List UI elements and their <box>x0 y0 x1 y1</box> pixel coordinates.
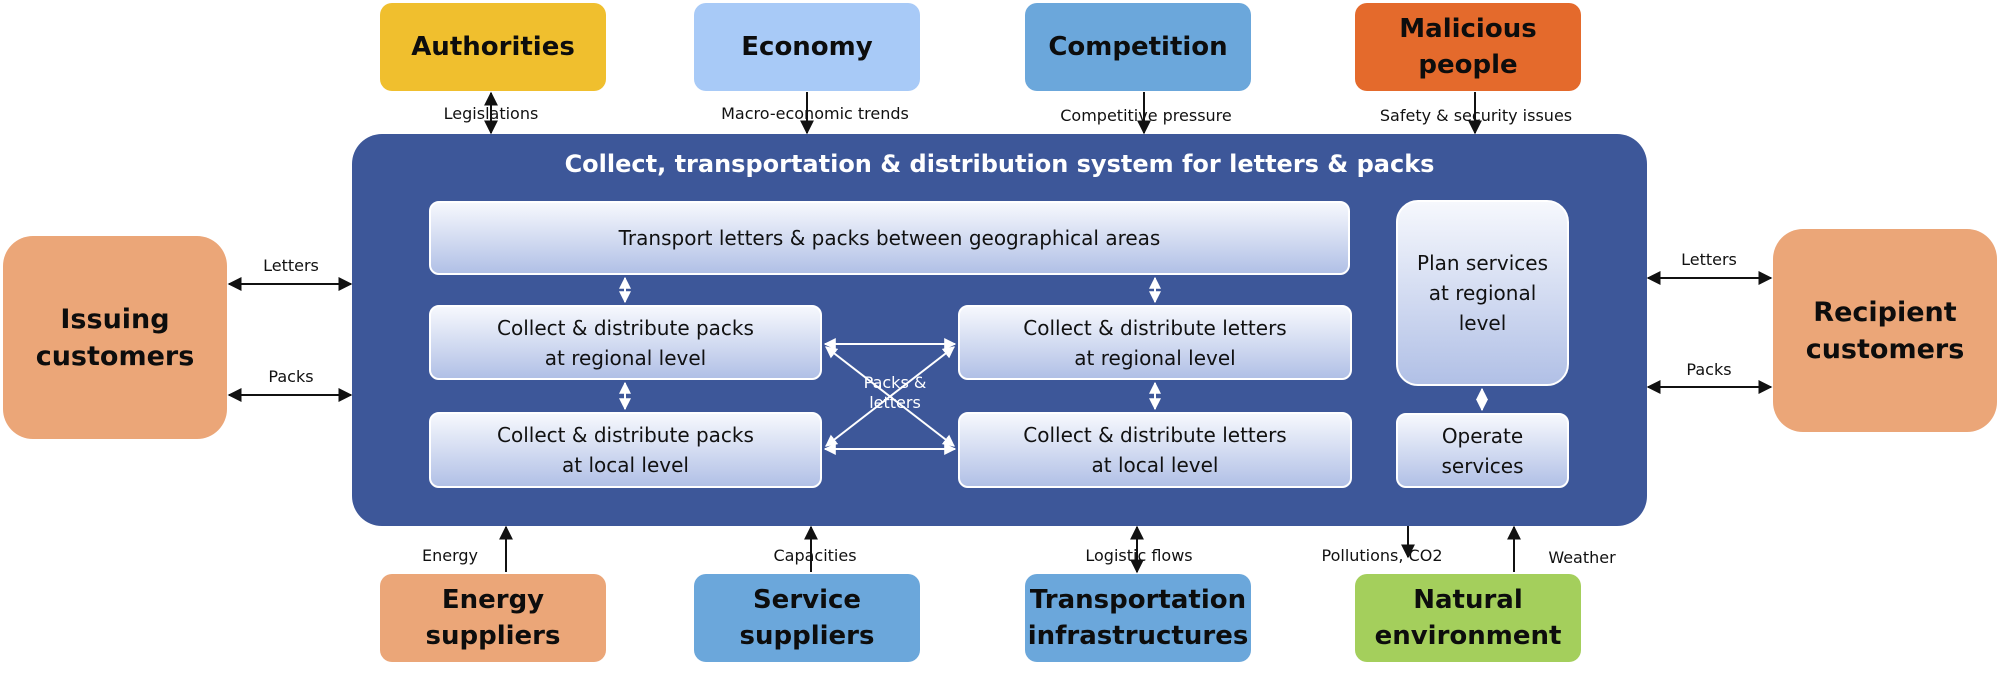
energy-suppliers-label: Energy suppliers <box>425 585 561 651</box>
issuing-customers-box: Issuing customers <box>3 236 227 439</box>
competition-label: Competition <box>1048 32 1228 62</box>
competitive-pressure-label: Competitive pressure <box>1060 106 1232 125</box>
macro-economic-label: Macro-economic trends <box>721 104 909 123</box>
operate-services-label: Operate services <box>1441 423 1524 478</box>
weather-flow-label: Weather <box>1548 548 1616 567</box>
energy-flow-label: Energy <box>421 546 479 565</box>
authorities-label: Authorities <box>411 32 575 62</box>
arrow-diagonal-up <box>825 346 955 447</box>
operate-services-box: Operate services <box>1396 413 1569 488</box>
packs-regional-label: Collect & distribute packs at regional l… <box>497 315 754 370</box>
transportation-infrastructures-box: Transportation infrastructures <box>1025 574 1251 662</box>
plan-services-box: Plan services at regional level <box>1396 200 1569 386</box>
capacities-flow-label: Capacities <box>773 546 857 565</box>
system-title: Collect, transportation & distribution s… <box>564 150 1435 178</box>
packs-local-label: Collect & distribute packs at local leve… <box>497 423 754 477</box>
service-suppliers-label: Service suppliers <box>739 585 875 651</box>
packs-letters-cross-label: Packs & letters <box>863 373 927 412</box>
natural-environment-box: Natural environment <box>1355 574 1581 662</box>
right-letters-label: Letters <box>1681 250 1737 269</box>
economy-box: Economy <box>694 3 920 91</box>
natural-environment-label: Natural environment <box>1374 585 1562 651</box>
letters-regional-label: Collect & distribute letters at regional… <box>1023 315 1287 370</box>
packs-regional-box: Collect & distribute packs at regional l… <box>429 305 822 380</box>
plan-services-label: Plan services at regional level <box>1417 251 1548 335</box>
transport-between-areas-box: Transport letters & packs between geogra… <box>429 201 1350 275</box>
economy-label: Economy <box>741 32 873 62</box>
recipient-customers-label: Recipient customers <box>1805 296 1965 365</box>
issuing-customers-label: Issuing customers <box>35 303 195 372</box>
letters-local-label: Collect & distribute letters at local le… <box>1023 423 1287 477</box>
authorities-box: Authorities <box>380 3 606 91</box>
service-suppliers-box: Service suppliers <box>694 574 920 662</box>
left-letters-label: Letters <box>263 256 319 275</box>
malicious-people-label: Malicious people <box>1399 14 1537 80</box>
letters-regional-box: Collect & distribute letters at regional… <box>958 305 1352 380</box>
recipient-customers-box: Recipient customers <box>1773 229 1997 432</box>
transportation-infrastructures-label: Transportation infrastructures <box>1027 585 1249 651</box>
packs-local-box: Collect & distribute packs at local leve… <box>429 412 822 488</box>
energy-suppliers-box: Energy suppliers <box>380 574 606 662</box>
competition-box: Competition <box>1025 3 1251 91</box>
letters-local-box: Collect & distribute letters at local le… <box>958 412 1352 488</box>
left-packs-label: Packs <box>268 367 314 386</box>
right-packs-label: Packs <box>1686 360 1732 379</box>
malicious-people-box: Malicious people <box>1355 3 1581 91</box>
transport-between-areas-label: Transport letters & packs between geogra… <box>618 226 1161 250</box>
